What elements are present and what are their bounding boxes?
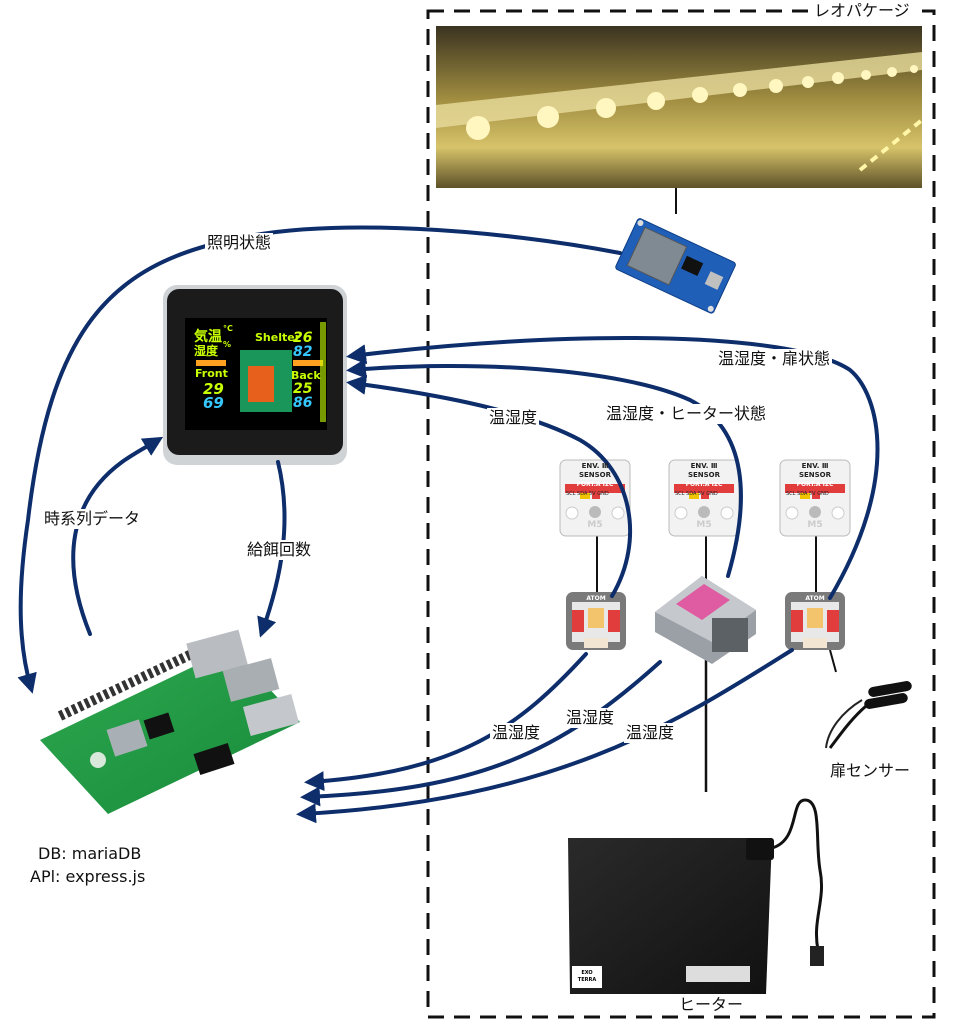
env-logo-2: M5: [696, 520, 712, 530]
pi-api-caption: APl: express.js: [30, 867, 146, 886]
display-back-label: Back: [291, 369, 321, 382]
arrow-front-to-display: [346, 374, 632, 598]
env-sensor-text-2: ENV. Ⅲ SENSOR PORT.A I2C: [669, 462, 739, 489]
label-sensor-2: 温湿度: [564, 708, 617, 728]
env-pin-5v: 5V: [698, 491, 705, 497]
esp32-board: [615, 218, 736, 314]
env-pin-gnd: GND: [817, 491, 829, 497]
heater-caption: ヒーター: [679, 995, 744, 1014]
label-lighting-state: 照明状態: [205, 233, 274, 253]
env-line1: ENV. Ⅲ: [690, 462, 718, 470]
env-sensors: [559, 459, 851, 537]
door-sensor: [825, 681, 912, 749]
env-pin-gnd: GND: [597, 491, 609, 497]
env-port: PORT.A I2C: [796, 481, 834, 488]
atom-label-1: ATOM: [586, 595, 606, 602]
env-pin-scl: SCL: [566, 491, 576, 497]
env-line2: SENSOR: [578, 471, 612, 479]
arrow-pi-to-display: [71, 436, 164, 636]
env-line2: SENSOR: [687, 471, 721, 479]
relay-unit: [655, 576, 756, 664]
label-temp-humidity-heater: 温湿度・ヒーター状態: [604, 404, 769, 424]
env-pin-sda: SDA: [686, 491, 697, 497]
display-front-temp: 29: [203, 380, 224, 398]
arrow-relay-to-pi: [300, 660, 662, 807]
env-pin-5v: 5V: [589, 491, 596, 497]
label-temp-humidity-door: 温湿度・扉状態: [716, 349, 833, 369]
env-pin-5v: 5V: [809, 491, 816, 497]
atom-modules: [566, 592, 845, 650]
env-sensor-text-3: ENV. Ⅲ SENSOR PORT.A I2C: [780, 462, 850, 489]
env-pin-sda: SDA: [577, 491, 588, 497]
env-logo-3: M5: [807, 520, 823, 530]
display-screen-text: 気温 °C 湿度 % Shelter 26 82 Front 29 69 Bac…: [185, 318, 327, 430]
atom-label-2: ATOM: [805, 595, 825, 602]
env-pin-scl: SCL: [675, 491, 685, 497]
arrow-heater-to-display: [346, 358, 743, 578]
label-sensor-1: 温湿度: [490, 723, 543, 743]
env-pin-gnd: GND: [706, 491, 718, 497]
heater-brand: EXO TERRA: [577, 970, 597, 983]
env-pins-2: SCL SDA 5V GND: [675, 491, 718, 497]
led-strip-photo: [436, 26, 924, 188]
env-logo-1: M5: [587, 520, 603, 530]
env-port: PORT.A I2C: [685, 481, 723, 488]
env-pin-sda: SDA: [797, 491, 808, 497]
display-shelter-hum: 82: [293, 344, 313, 360]
label-sensor-3: 温湿度: [624, 723, 677, 743]
pi-db-caption: DB: mariaDB: [38, 844, 142, 863]
display-shelter-label: Shelter: [255, 331, 301, 344]
display-unit-pct: %: [223, 340, 232, 349]
display-back-hum: 86: [293, 395, 313, 411]
raspberry-pi-board: [40, 629, 300, 814]
env-pins-1: SCL SDA 5V GND: [566, 491, 609, 497]
arrow-door-atom-to-pi: [296, 648, 794, 824]
env-line2: SENSOR: [798, 471, 832, 479]
env-pin-scl: SCL: [786, 491, 796, 497]
arrow-front-to-pi: [304, 652, 588, 792]
package-title: レオパケージ: [812, 1, 912, 21]
door-sensor-caption: 扉センサー: [830, 761, 911, 780]
display-unit-c: °C: [223, 324, 233, 333]
label-feeding-count: 給餌回数: [245, 540, 314, 560]
env-port: PORT.A I2C: [576, 481, 614, 488]
display-subtitle: 湿度: [194, 344, 219, 358]
m5stack-display: [163, 285, 347, 465]
display-front-hum: 69: [203, 394, 224, 412]
display-back-temp: 25: [293, 381, 313, 397]
display-front-label: Front: [195, 367, 228, 380]
label-timeseries: 時系列データ: [42, 509, 143, 529]
arrow-lighting-to-pi: [17, 225, 622, 694]
display-shelter-temp: 26: [293, 330, 313, 346]
env-pins-3: SCL SDA 5V GND: [786, 491, 829, 497]
display-title: 気温: [194, 329, 222, 345]
label-temp-humidity-front: 温湿度: [487, 408, 540, 428]
env-line1: ENV. Ⅲ: [801, 462, 829, 470]
heater-mat: [568, 798, 824, 994]
env-sensor-text-1: ENV. Ⅲ SENSOR PORT.A I2C: [560, 462, 630, 489]
env-line1: ENV. Ⅲ: [581, 462, 609, 470]
